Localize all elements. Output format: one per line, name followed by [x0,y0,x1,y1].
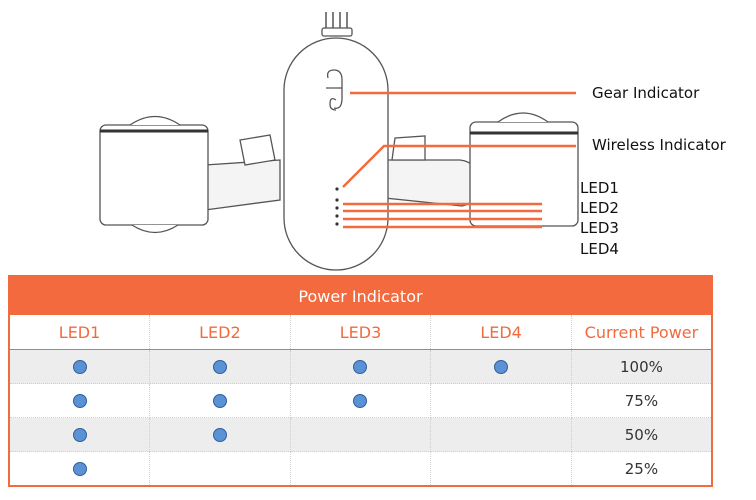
current-power-cell: 25% [571,451,712,487]
led3-label: LED3 [580,219,619,237]
led1-label: LED1 [580,179,619,197]
led-on-indicator [212,428,227,442]
underwater-scooter-illustration [99,12,579,271]
led-on-indicator [494,360,509,374]
center-body [283,37,389,271]
led-cell [149,383,291,418]
led-cell [149,417,291,452]
led4-label: LED4 [580,240,619,258]
led-cell [9,383,151,418]
column-header: LED1 [9,315,151,350]
led-on-indicator [72,394,87,408]
led-cell [430,383,572,418]
led-cell [290,451,432,487]
current-power-cell: 75% [571,383,712,418]
table-row: 50% [9,417,712,452]
current-power-cell: 50% [571,417,712,452]
led-cell [430,417,572,452]
table-title: Power Indicator [9,276,712,315]
led-on-indicator [212,394,227,408]
table-row: 25% [9,451,712,487]
led-cell [430,451,572,487]
cable-connector [321,27,353,37]
left-propeller-cap [129,115,181,126]
current-power-cell: 100% [571,349,712,384]
led-on-indicator [212,360,227,374]
left-propeller-base [131,224,179,234]
gear-indicator-icon [326,69,343,111]
led-on-indicator [72,462,87,476]
led-cell [290,383,432,418]
wireless-leader-line [342,144,576,188]
led-on-indicator [72,360,87,374]
right-propeller-cap [497,112,549,123]
led-cell [149,451,291,487]
column-header: LED2 [149,315,291,350]
led3-dot [335,214,339,218]
led-cell [9,349,151,384]
led-on-indicator [353,360,368,374]
led2-label: LED2 [580,199,619,217]
column-header: LED3 [290,315,432,350]
led-cell [9,417,151,452]
led4-dot [335,222,339,226]
right-handle [384,159,481,207]
led2-dot [335,206,339,210]
wireless-dot [335,187,339,191]
table-body: 100%75%50%25% [9,349,712,487]
column-header: LED4 [430,315,572,350]
table-row: 100% [9,349,712,384]
left-bracket [239,134,276,166]
led-on-indicator [353,394,368,408]
right-bracket [391,135,426,161]
led-cell [9,451,151,487]
left-motor [99,124,209,226]
wireless-indicator-label: Wireless Indicator [592,136,726,154]
cable [325,12,348,32]
led-cell [430,349,572,384]
led1-dot [335,198,339,202]
led-on-indicator [72,428,87,442]
column-header: Current Power [571,315,712,350]
led-cell [149,349,291,384]
led-cell [290,417,432,452]
gear-indicator-label: Gear Indicator [592,84,700,102]
led-cell [290,349,432,384]
table-row: 75% [9,383,712,418]
